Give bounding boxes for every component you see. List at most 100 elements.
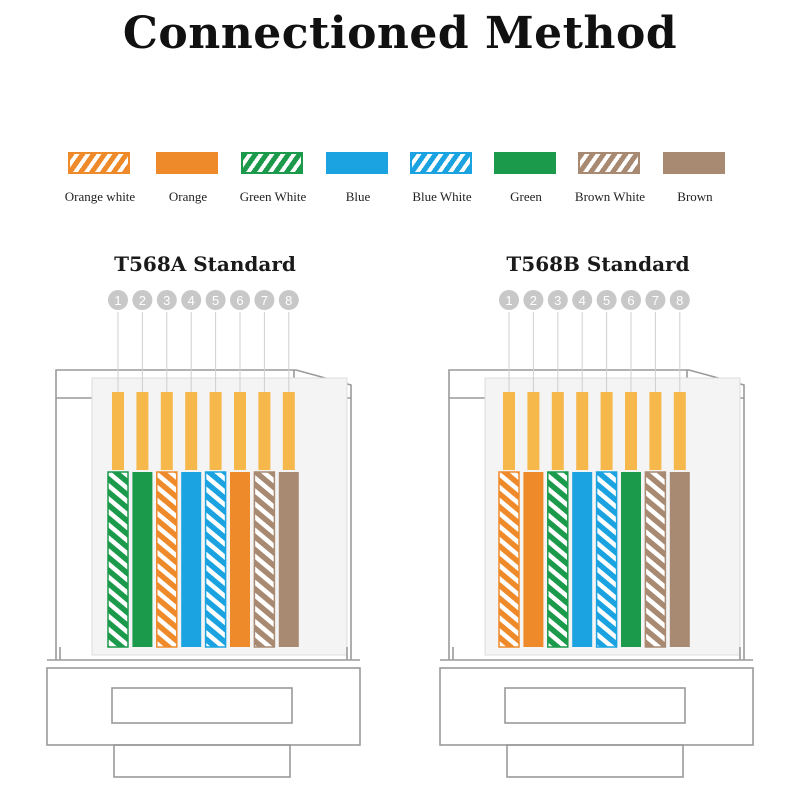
legend-item: Orange	[138, 152, 238, 212]
pin-1: 1	[498, 290, 520, 648]
legend-label: Green White	[239, 189, 307, 204]
color-legend: Orange white Orange Green White Blue Blu…	[0, 0, 800, 230]
wire-border	[204, 471, 227, 648]
pin-3: 3	[547, 290, 569, 648]
pin-2: 2	[523, 290, 544, 647]
pin-number-circle	[596, 290, 617, 310]
pin-2: 2	[132, 290, 153, 647]
legend-swatch	[494, 152, 556, 174]
wire	[278, 472, 299, 647]
pin-contact	[282, 392, 295, 470]
pin-8: 8	[669, 290, 690, 647]
legend-swatch	[410, 152, 472, 174]
pin-number: 8	[285, 293, 292, 308]
pin-7: 7	[253, 290, 276, 648]
pin-number-circle	[669, 290, 690, 310]
legend-item: Brown White	[560, 152, 660, 212]
wire	[669, 472, 690, 647]
connector-edge	[452, 647, 741, 660]
legend-swatch	[326, 152, 388, 174]
connector-latch-slot	[111, 687, 293, 724]
legend-label: Orange white	[64, 189, 136, 204]
wire	[254, 472, 275, 647]
pin-contact	[185, 392, 198, 470]
pin-number: 2	[139, 293, 146, 308]
pin-number: 4	[188, 293, 195, 308]
pin-number: 6	[236, 293, 243, 308]
legend-label: Brown	[677, 189, 713, 204]
legend-swatch	[578, 152, 640, 174]
connector-body	[448, 369, 745, 660]
pin-number-circle	[621, 290, 641, 310]
pin-number-circle	[572, 290, 593, 310]
pin-3: 3	[156, 290, 178, 648]
pin-number: 7	[261, 293, 268, 308]
pin-contact	[209, 392, 222, 470]
legend-label: Blue	[345, 189, 371, 204]
pin-number-circle	[645, 290, 666, 310]
legend-item: Green	[476, 152, 576, 212]
connector-base	[439, 667, 754, 746]
wire	[596, 472, 617, 647]
wire-border	[156, 471, 178, 648]
pin-4: 4	[181, 290, 202, 647]
pin-contact	[112, 392, 124, 470]
pin-number: 5	[603, 293, 610, 308]
wire	[572, 472, 593, 647]
pin-number: 6	[627, 293, 634, 308]
wire-border	[253, 471, 276, 648]
pin-number: 3	[554, 293, 561, 308]
pin-number-circle	[156, 290, 177, 310]
pin-number-circle	[499, 290, 519, 310]
pin-number-circle	[205, 290, 226, 310]
wire	[181, 472, 202, 647]
legend-item: Orange white	[50, 152, 150, 212]
t568a-title: T568A Standard	[114, 252, 296, 276]
pin-6: 6	[621, 290, 641, 647]
pin-1: 1	[107, 290, 129, 648]
pin-8: 8	[278, 290, 299, 647]
pin-contact	[673, 392, 686, 470]
wire	[230, 472, 250, 647]
wire	[205, 472, 226, 647]
pin-number-circle	[547, 290, 568, 310]
wire-border	[547, 471, 569, 648]
wire-border	[107, 471, 129, 648]
pin-contact	[600, 392, 613, 470]
pin-7: 7	[644, 290, 667, 648]
legend-swatch	[68, 152, 130, 174]
pin-number-circle	[108, 290, 128, 310]
wire	[645, 472, 666, 647]
pin-contact	[527, 392, 540, 470]
wire	[132, 472, 153, 647]
pin-number-circle	[278, 290, 299, 310]
wire-border	[595, 471, 618, 648]
pin-6: 6	[230, 290, 250, 647]
wire	[523, 472, 544, 647]
legend-item: Blue White	[392, 152, 492, 212]
legend-item: Brown	[645, 152, 745, 212]
wire	[156, 472, 177, 647]
wire	[621, 472, 641, 647]
pin-contact	[503, 392, 515, 470]
connector-latch	[113, 744, 291, 778]
pin-number: 1	[114, 293, 121, 308]
pin-5: 5	[204, 290, 227, 648]
pin-5: 5	[595, 290, 618, 648]
pin-contact	[136, 392, 149, 470]
legend-label: Brown White	[574, 189, 646, 204]
connector-body	[55, 369, 352, 660]
wire-border	[644, 471, 667, 648]
pin-number: 4	[579, 293, 586, 308]
pin-number: 8	[676, 293, 683, 308]
legend-label: Green	[510, 189, 542, 204]
wire	[547, 472, 568, 647]
pin-number: 2	[530, 293, 537, 308]
pin-contact	[576, 392, 589, 470]
legend-label: Orange	[168, 189, 208, 204]
pin-number: 7	[652, 293, 659, 308]
pin-contact	[649, 392, 662, 470]
wire	[108, 472, 128, 647]
